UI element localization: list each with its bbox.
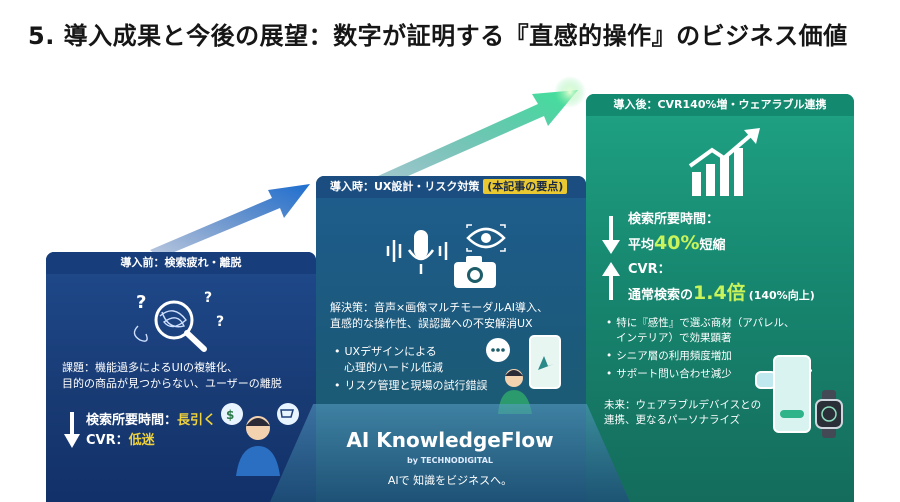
brand-tagline: AIで 知識をビジネスへ。 (387, 474, 513, 487)
after-bullet2: シニア層の利用頻度増加 (606, 349, 732, 364)
during-bullet1-line2: 心理的ハードル低減 (344, 361, 443, 374)
after-cvr-multiplier: 1.4倍 (693, 282, 746, 304)
microphone-icon (386, 230, 448, 274)
before-search-time: 検索所要時間：長引く (86, 413, 216, 428)
camera-icon (454, 256, 496, 288)
after-bullet2-text: シニア層の利用頻度増加 (606, 350, 732, 362)
after-future-line2: 連携、更なるパーソナライズ (604, 414, 741, 426)
svg-text:?: ? (136, 292, 146, 313)
after-cvr-label: CVR： (628, 262, 671, 277)
during-solution-line1: 解決策：音声×画像マルチモーダルAI導入、 (330, 301, 548, 314)
before-cvr: CVR：低迷 (86, 433, 155, 448)
brand-platform (270, 404, 630, 502)
after-bullet1-line2: インテリア）で効果顕著 (616, 332, 732, 344)
before-issue-line2: 目的の商品が見つからない、ユーザーの離脱 (62, 377, 282, 390)
tangled-search-icon: ? ? ? (133, 290, 224, 352)
panel-during-header-main: 導入時：UX設計・リスク対策 (330, 180, 480, 193)
page-title: 5. 導入成果と今後の展望：数字が証明する『直感的操作』のビジネス価値 (28, 22, 848, 50)
svg-text:?: ? (216, 314, 224, 330)
smartwatch-icon (815, 390, 843, 438)
before-search-label: 検索所要時間： (86, 413, 178, 428)
key-point-badge: (本記事の要点) (483, 179, 568, 194)
down-arrow-icon (602, 216, 620, 254)
after-search-label: 検索所要時間： (628, 212, 720, 227)
eye-icon (466, 224, 506, 252)
after-bullet3: サポート問い合わせ減少 (606, 367, 732, 382)
growth-chart-icon (688, 128, 760, 196)
after-bullet1: 特に『感性』で選ぶ商材（アパレル、 (606, 316, 795, 331)
during-bullet2-text: リスク管理と現場の試行錯誤 (334, 379, 488, 392)
before-cvr-value: 低迷 (128, 433, 155, 448)
before-cvr-label: CVR： (86, 433, 129, 448)
after-cvr-value: 通常検索の1.4倍(140%向上) (628, 282, 815, 307)
panel-during-header: 導入時：UX設計・リスク対策 (本記事の要点) (316, 176, 586, 198)
brand-byline: by TECHNODIGITAL (407, 456, 493, 465)
panel-before-header: 導入前：検索疲れ・離脱 (46, 252, 316, 274)
down-arrow-icon (64, 412, 80, 448)
after-bullet1-line1: 特に『感性』で選ぶ商材（アパレル、 (606, 317, 795, 329)
after-search-prefix: 平均 (628, 238, 655, 253)
svg-text:?: ? (204, 290, 212, 306)
brand-name: AI KnowledgeFlow (346, 428, 554, 452)
after-bullet3-text: サポート問い合わせ減少 (606, 368, 732, 380)
panel-after-header: 導入後：CVR140%増・ウェアラブル連携 (586, 94, 854, 116)
after-search-suffix: 短縮 (699, 238, 726, 253)
after-search-value: 平均40%短縮 (628, 232, 726, 257)
confused-user-icon: $ (221, 403, 299, 476)
after-search-percent: 40% (654, 232, 700, 254)
before-issue-line1: 課題：機能過多によるUIの複雑化、 (62, 361, 238, 374)
after-cvr-prefix: 通常検索の (628, 288, 694, 303)
during-solution-line2: 直感的な操作性、誤認識への不安解消UX (330, 317, 533, 330)
before-search-value: 長引く (177, 413, 217, 428)
after-cvr-note: (140%向上) (748, 289, 815, 302)
after-future-line1: 未来：ウェアラブルデバイスとの (604, 399, 762, 411)
during-bullet1-line1: UXデザインによる (334, 345, 437, 358)
svg-text:$: $ (226, 408, 234, 422)
up-arrow-icon (602, 262, 620, 300)
during-bullet2: リスク管理と現場の試行錯誤 (334, 378, 488, 393)
smartphone-icon (773, 355, 811, 433)
phone-user-icon (486, 335, 561, 414)
during-bullet1: UXデザインによる (334, 344, 437, 359)
